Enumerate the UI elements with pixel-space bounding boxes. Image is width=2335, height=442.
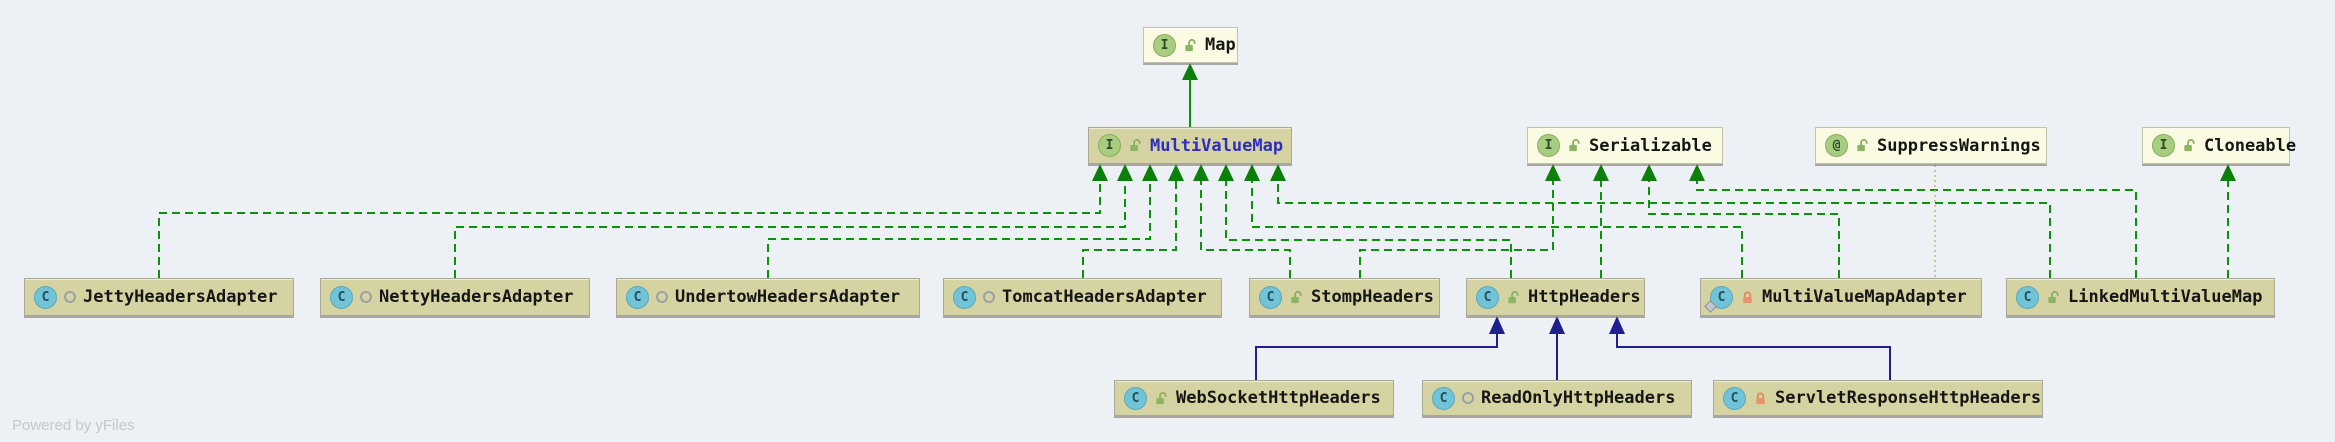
public-open-lock-icon (1506, 290, 1521, 305)
node-label: LinkedMultiValueMap (2068, 287, 2263, 307)
node-label: JettyHeadersAdapter (83, 287, 278, 307)
node-label: StompHeaders (1311, 287, 1434, 307)
node-suppresswarnings[interactable]: @ SuppressWarnings (1815, 127, 2047, 164)
public-open-lock-icon (1567, 138, 1582, 153)
class-icon: C (1259, 285, 1282, 309)
public-open-lock-icon (1183, 38, 1198, 53)
class-icon: C (1476, 285, 1499, 309)
edge-undertow-implements-multivaluemap (767, 181, 1151, 278)
class-icon: C (2016, 285, 2039, 309)
class-icon: C (34, 285, 57, 309)
public-open-lock-icon (2182, 138, 2197, 153)
class-icon: C (330, 285, 353, 309)
class-icon: C (626, 285, 649, 309)
package-private-icon (360, 291, 372, 303)
arrowhead-cloneable (2220, 164, 2236, 181)
node-httpheaders[interactable]: C HttpHeaders (1466, 278, 1645, 316)
node-label: ServletResponseHttpHeaders (1775, 388, 2042, 408)
node-label: WebSocketHttpHeaders (1176, 388, 1381, 408)
edge-jetty-implements-multivaluemap (158, 181, 1101, 278)
node-label: MultiValueMap (1150, 135, 1284, 156)
node-label: ReadOnlyHttpHeaders (1481, 388, 1676, 408)
node-multivaluemap[interactable]: I MultiValueMap (1088, 127, 1292, 164)
node-nettyheadersadapter[interactable]: C NettyHeadersAdapter (320, 278, 590, 316)
arrowheads-serializable (1545, 164, 1705, 181)
node-readonlyhttpheaders[interactable]: C ReadOnlyHttpHeaders (1422, 380, 1692, 416)
edge-tomcat-implements-multivaluemap (1082, 181, 1177, 278)
node-label: Cloneable (2204, 135, 2297, 156)
interface-icon: I (1537, 134, 1560, 157)
node-websockethttpheaders[interactable]: C WebSocketHttpHeaders (1114, 380, 1394, 416)
node-cloneable[interactable]: I Cloneable (2142, 127, 2296, 164)
node-label: MultiValueMapAdapter (1762, 287, 1967, 307)
private-closed-lock-icon (1753, 391, 1768, 406)
interface-icon: I (1153, 33, 1176, 57)
class-icon: C (1723, 386, 1746, 410)
node-label: TomcatHeadersAdapter (1002, 287, 1207, 307)
node-serializable[interactable]: I Serializable (1527, 127, 1723, 164)
node-label: HttpHeaders (1528, 287, 1641, 307)
edge-multivaluemap-extends-map (1182, 63, 1198, 127)
edge-multivaluemapadapter-implements-serializable (1648, 181, 1840, 278)
edge-stomp-implements-multivaluemap (1200, 181, 1291, 278)
class-icon: C (1432, 386, 1455, 410)
node-tomcatheadersadapter[interactable]: C TomcatHeadersAdapter (943, 278, 1222, 316)
edge-http-implements-multivaluemap (1225, 181, 1512, 278)
node-linkedmultivaluemap[interactable]: C LinkedMultiValueMap (2006, 278, 2275, 316)
node-label: SuppressWarnings (1877, 135, 2041, 156)
package-private-icon (983, 291, 995, 303)
node-map[interactable]: I Map (1143, 27, 1238, 63)
package-private-icon (656, 291, 668, 303)
node-servletresponsehttpheaders[interactable]: C ServletResponseHttpHeaders (1713, 380, 2043, 416)
arrowheads-multivaluemap (1092, 164, 1286, 181)
node-label: Map (1205, 35, 1236, 55)
class-icon: C (1710, 285, 1733, 309)
public-open-lock-icon (2046, 290, 2061, 305)
node-jettyheadersadapter[interactable]: C JettyHeadersAdapter (24, 278, 294, 316)
annotation-icon: @ (1825, 134, 1848, 157)
node-label: NettyHeadersAdapter (379, 287, 574, 307)
edge-linkedmultivaluemap-implements-serializable (1696, 181, 2137, 278)
node-label: Serializable (1589, 135, 1712, 156)
public-open-lock-icon (1154, 391, 1169, 406)
edge-linkedmultivaluemap-implements-multivaluemap (1277, 181, 2051, 278)
edge-netty-implements-multivaluemap (454, 181, 1126, 278)
package-private-icon (64, 291, 76, 303)
class-icon: C (1124, 386, 1147, 410)
edge-websocket-extends-httpheaders (1255, 334, 1498, 380)
public-open-lock-icon (1128, 138, 1143, 153)
package-private-icon (1462, 392, 1474, 404)
edge-multivaluemapadapter-implements-multivaluemap (1251, 181, 1743, 278)
class-icon: C (953, 285, 976, 309)
edge-servletresponse-extends-httpheaders (1616, 334, 1891, 380)
yfiles-watermark: Powered by yFiles (12, 417, 135, 434)
public-open-lock-icon (1289, 290, 1304, 305)
arrowheads-httpheaders (1489, 316, 1625, 334)
node-stompheaders[interactable]: C StompHeaders (1249, 278, 1440, 316)
private-closed-lock-icon (1740, 290, 1755, 305)
edge-stomp-implements-serializable (1359, 181, 1554, 278)
interface-icon: I (1098, 134, 1121, 157)
public-open-lock-icon (1855, 138, 1870, 153)
node-label: UndertowHeadersAdapter (675, 287, 901, 307)
node-undertowheadersadapter[interactable]: C UndertowHeadersAdapter (616, 278, 920, 316)
interface-icon: I (2152, 134, 2175, 157)
node-multivaluemapadapter[interactable]: C MultiValueMapAdapter (1700, 278, 1982, 316)
